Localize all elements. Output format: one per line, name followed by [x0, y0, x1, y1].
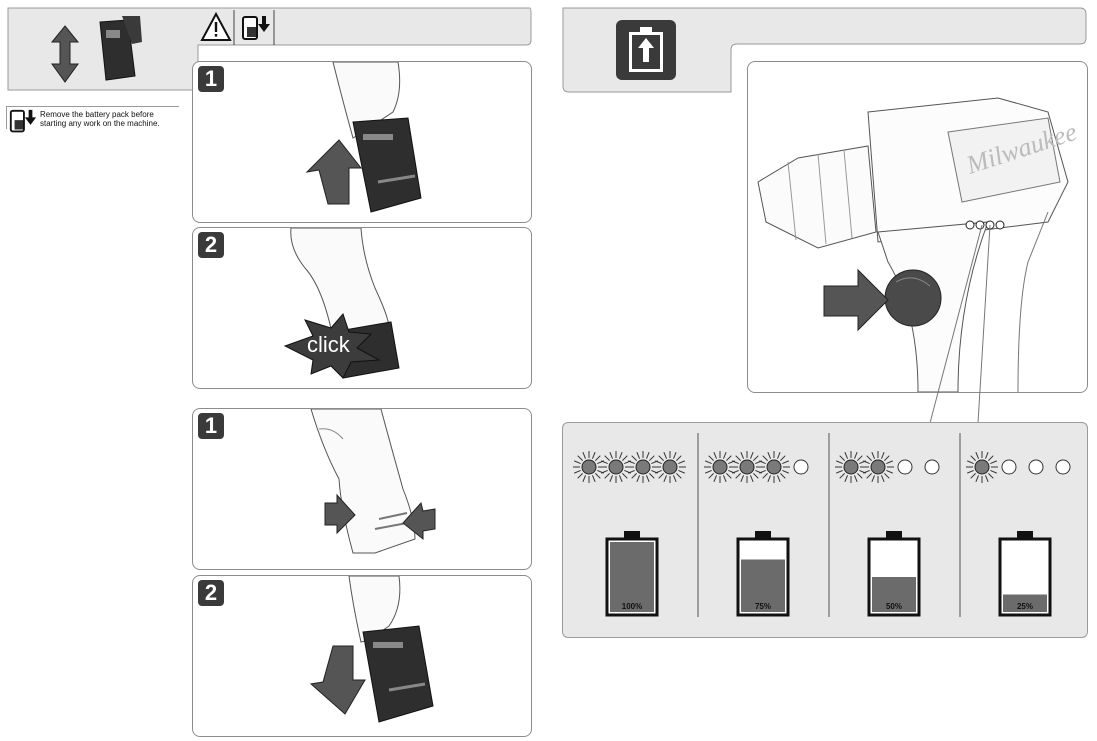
battery-level-label: 25%	[1017, 602, 1033, 611]
led-off	[1001, 459, 1017, 475]
battery-cap	[886, 531, 902, 540]
led-lit	[654, 451, 686, 483]
battery-charge-icon	[616, 20, 676, 80]
led-lit	[835, 451, 867, 483]
step-number: 2	[198, 580, 224, 606]
insert-step-2-panel: 2 click	[192, 227, 532, 389]
warning-note-line-2: starting any work on the machine.	[40, 119, 160, 128]
step-number: 1	[198, 66, 224, 92]
led-lit	[704, 451, 736, 483]
battery-level-label: 75%	[755, 602, 771, 611]
warning-note-text: Remove the battery pack before starting …	[40, 110, 180, 128]
led-off	[897, 459, 913, 475]
warning-note-line-1: Remove the battery pack before	[40, 110, 154, 119]
insert-step-1-panel: 1	[192, 61, 532, 223]
right-header-tab	[562, 7, 1087, 93]
remove-step-2-panel: 2	[192, 575, 532, 737]
remove-battery-icon	[242, 16, 270, 40]
led-off	[793, 459, 809, 475]
battery-cap	[624, 531, 640, 540]
battery-release-illustration	[310, 409, 436, 554]
led-off	[1055, 459, 1071, 475]
battery-cap	[1017, 531, 1033, 540]
drill-illustration-panel: Milwaukee	[747, 61, 1088, 393]
fuel-gauge-levels: 100% 75% 50% 25%	[573, 433, 1071, 617]
battery-fill	[741, 559, 785, 612]
led-off	[1028, 459, 1044, 475]
led-lit	[758, 451, 790, 483]
remove-battery-icon	[9, 109, 37, 133]
battery-fill	[1003, 594, 1047, 612]
drill-illustration: Milwaukee	[757, 97, 1080, 392]
battery-fill	[610, 542, 654, 612]
battery-level-label: 100%	[622, 602, 642, 611]
led-off	[924, 459, 940, 475]
click-label: click	[307, 332, 350, 357]
step-number: 1	[198, 413, 224, 439]
remove-step-1-panel: 1	[192, 408, 532, 570]
battery-click-illustration	[283, 228, 400, 379]
led-lit	[862, 451, 894, 483]
fuel-gauge-panel: 100% 75% 50% 25%	[562, 422, 1088, 638]
led-lit	[966, 451, 998, 483]
warning-triangle-icon	[200, 12, 232, 41]
battery-insert-illustration	[305, 62, 422, 213]
battery-insert-remove-icon	[50, 16, 142, 83]
battery-level-label: 50%	[886, 602, 902, 611]
led-lit	[573, 451, 605, 483]
battery-fill	[872, 577, 916, 612]
battery-pull-out-illustration	[309, 576, 434, 723]
battery-cap	[755, 531, 771, 540]
warning-note: Remove the battery pack before starting …	[6, 106, 180, 133]
step-number: 2	[198, 232, 224, 258]
callout-lines	[929, 224, 991, 424]
